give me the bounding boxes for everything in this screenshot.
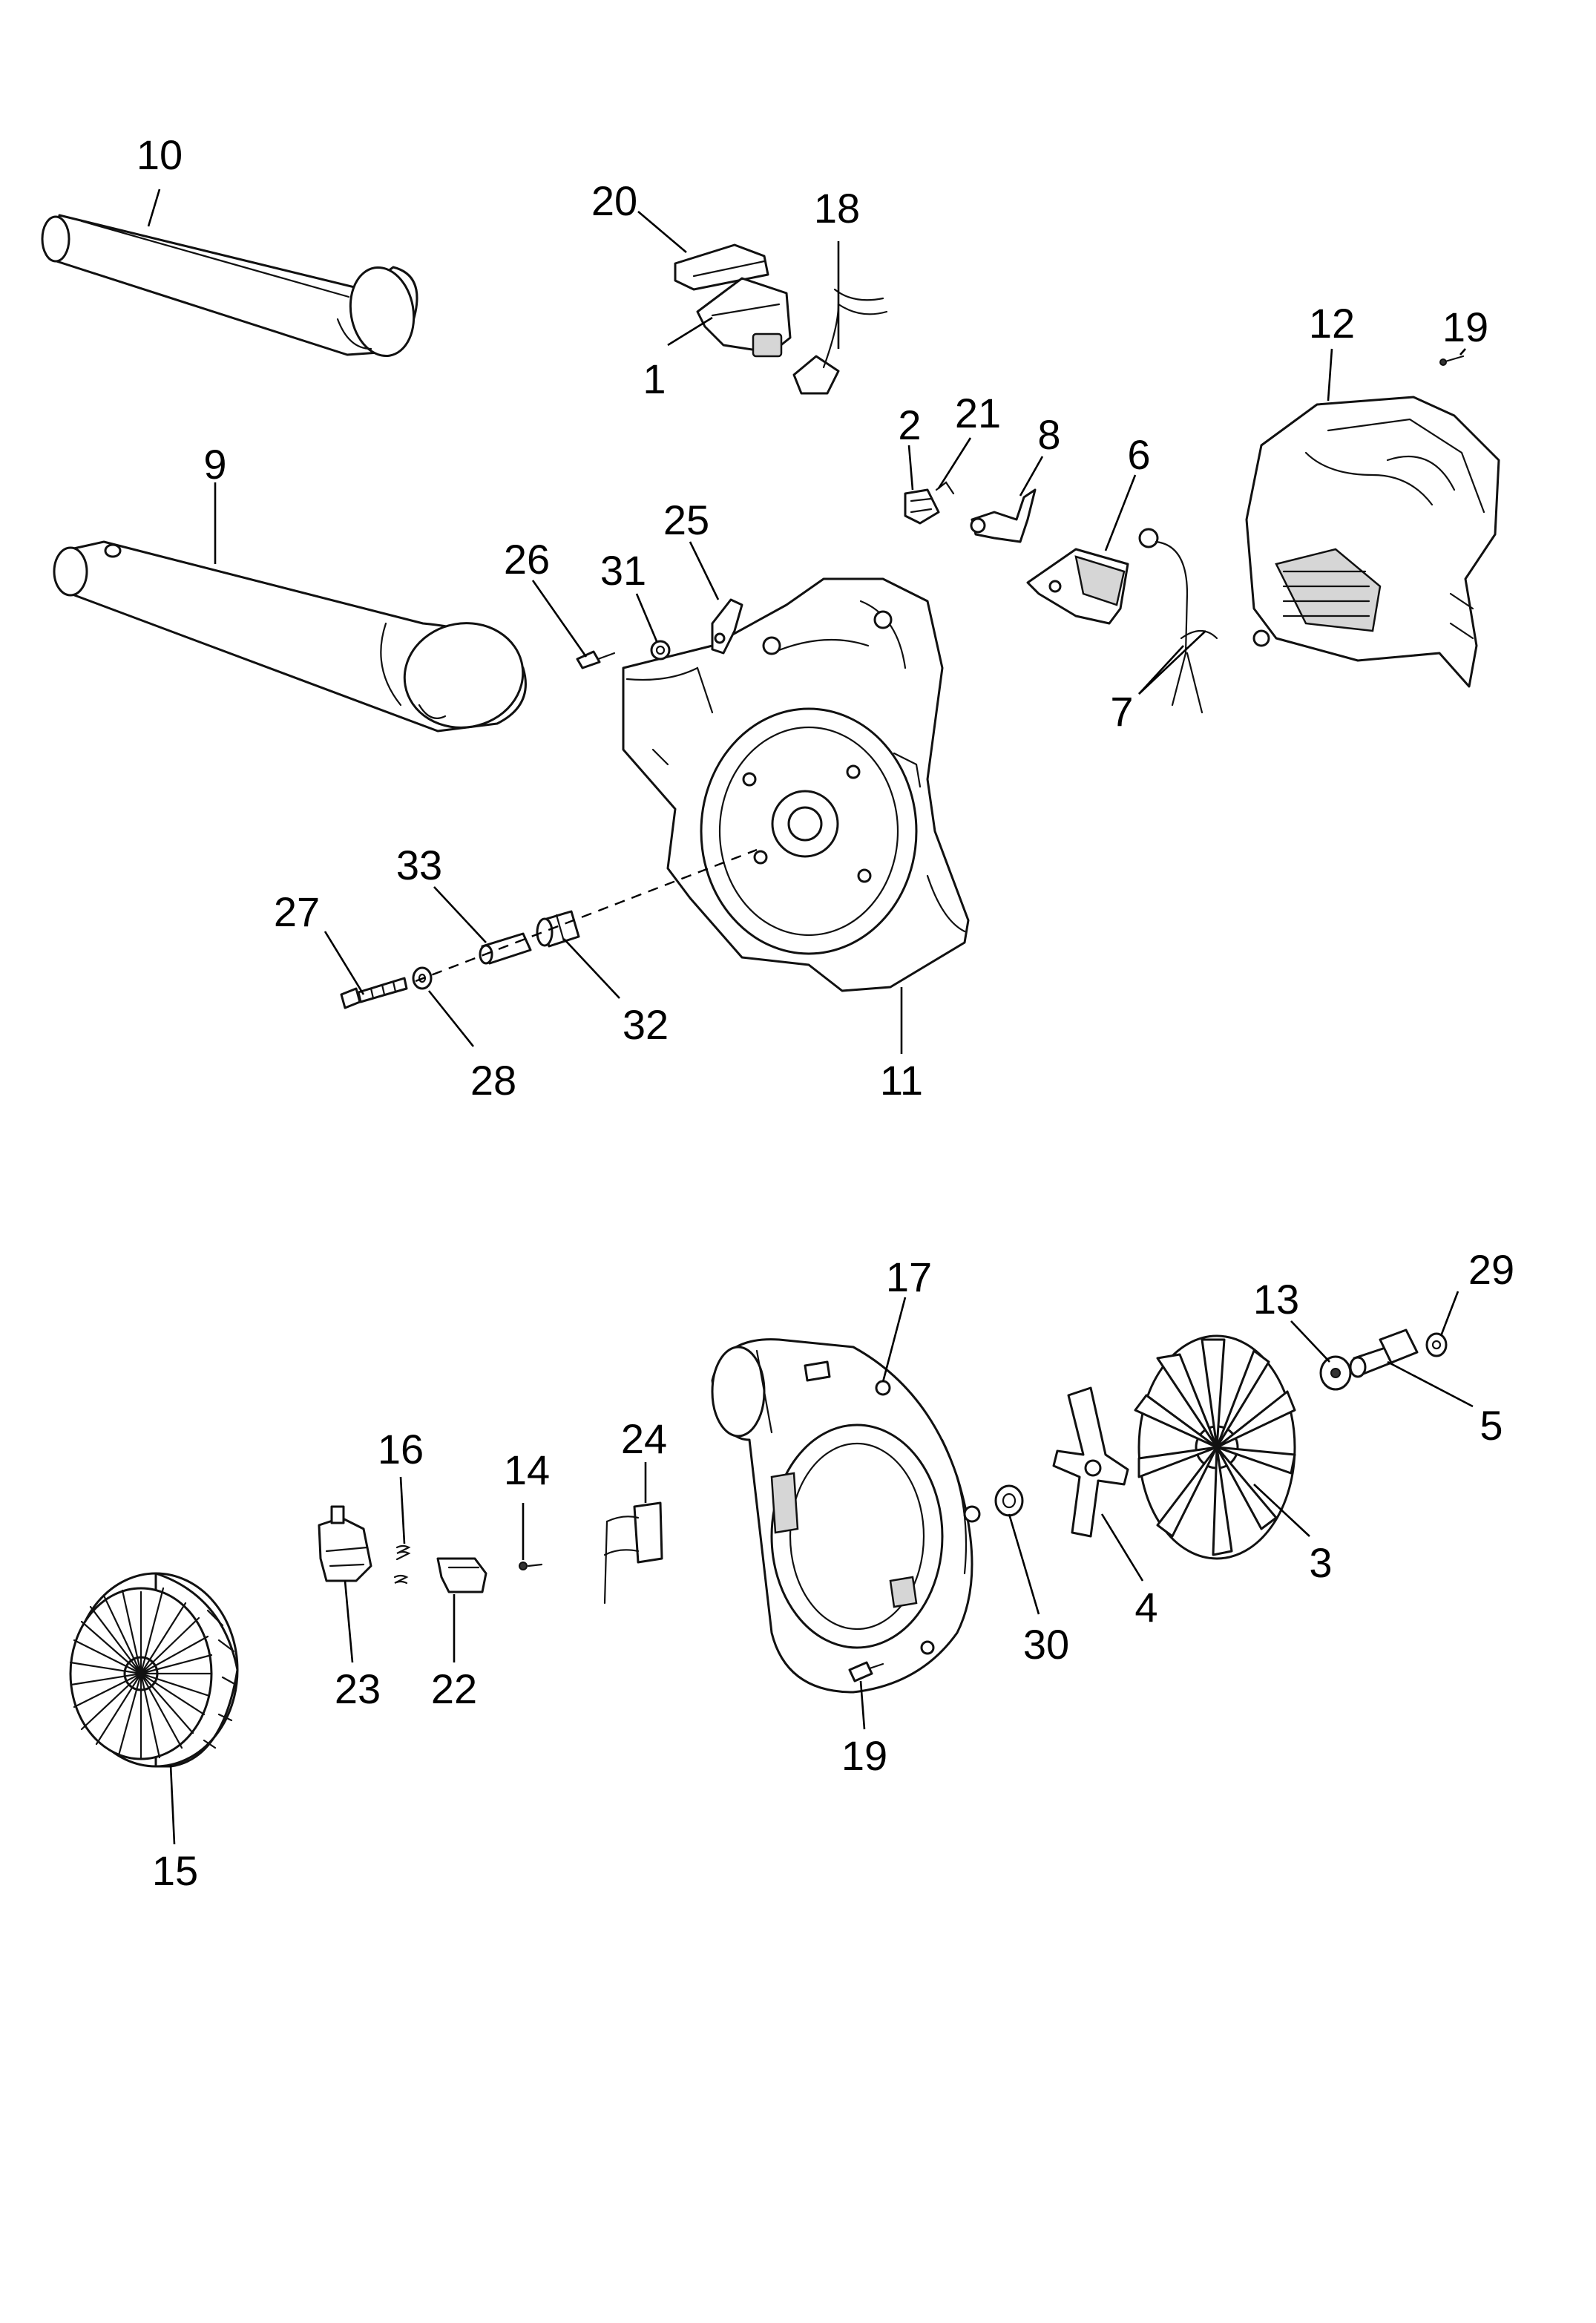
callout-3: 3: [1309, 1539, 1332, 1586]
part-29-washer: [1425, 1332, 1448, 1357]
part-8-trigger: [970, 488, 1037, 543]
part-10-upper-tube: [41, 214, 418, 358]
callout-22: 22: [431, 1665, 477, 1712]
callout-20: 20: [591, 177, 637, 224]
callout-27: 27: [274, 888, 320, 935]
callout-31: 31: [600, 547, 646, 594]
part-5-shaft-bolt: [1349, 1328, 1419, 1378]
part-7-cord: [1138, 528, 1218, 714]
callout-numbers: 10 9 20 18 1 2 21 8 6 7 12 19 25 26 31 3…: [137, 131, 1514, 1894]
part-4-blade-insert: [1052, 1386, 1129, 1538]
part-31-nut: [650, 640, 671, 661]
callout-32: 32: [623, 1001, 669, 1048]
callout-19-upper: 19: [1442, 304, 1488, 350]
part-11-housing-left: [622, 577, 970, 992]
callout-14: 14: [504, 1446, 550, 1493]
part-13-washer: [1319, 1355, 1352, 1391]
callout-18: 18: [814, 185, 860, 232]
callout-25: 25: [663, 497, 709, 543]
part-25-lever: [711, 598, 743, 655]
part-16-spring: [393, 1544, 411, 1585]
callout-8: 8: [1037, 411, 1060, 458]
part-24-motor-lead: [603, 1501, 663, 1605]
callout-15: 15: [152, 1847, 198, 1894]
part-18-wire-lead: [792, 288, 888, 395]
part-9-lower-tube: [53, 540, 527, 733]
part-2-terminal: [904, 488, 940, 525]
part-17-fan-housing: [711, 1338, 981, 1694]
part-32-sleeve: [536, 910, 580, 948]
callout-12: 12: [1309, 300, 1355, 347]
callout-6: 6: [1127, 431, 1150, 478]
callout-24: 24: [621, 1415, 667, 1462]
callout-2: 2: [898, 402, 921, 448]
part-19-screw-upper: [1439, 355, 1465, 366]
leader-lines: [147, 189, 1474, 1845]
part-12-housing-right: [1245, 396, 1500, 688]
part-15-intake-cover: [69, 1572, 239, 1768]
part-6-trigger-cover: [1026, 548, 1129, 625]
callout-16: 16: [378, 1426, 424, 1472]
callout-19-lower: 19: [841, 1732, 887, 1779]
part-19-screw-lower: [848, 1661, 884, 1683]
part-30-bushing: [994, 1484, 1024, 1517]
callout-21: 21: [955, 390, 1001, 436]
callout-5: 5: [1480, 1402, 1503, 1449]
part-26-screw: [576, 650, 616, 669]
part-27-bolt: [340, 977, 408, 1009]
callout-7: 7: [1110, 688, 1133, 735]
callout-29: 29: [1468, 1246, 1514, 1293]
callout-28: 28: [470, 1057, 516, 1104]
callout-10: 10: [137, 131, 183, 178]
callout-23: 23: [335, 1665, 381, 1712]
callout-4: 4: [1134, 1584, 1157, 1631]
assembly-axis-upper: [415, 848, 758, 983]
part-22-latch: [436, 1557, 487, 1593]
callout-33: 33: [396, 842, 442, 888]
callout-1: 1: [643, 356, 666, 402]
part-23-brush-holder: [318, 1505, 372, 1582]
part-14-screw: [519, 1562, 543, 1570]
callout-30: 30: [1023, 1621, 1069, 1668]
callout-9: 9: [203, 441, 226, 488]
callout-17: 17: [886, 1254, 932, 1300]
part-3-fan-impeller: [1134, 1334, 1296, 1560]
callout-26: 26: [504, 536, 550, 583]
callout-13: 13: [1253, 1276, 1299, 1323]
part-1-switch: [696, 277, 792, 358]
callout-11: 11: [880, 1057, 923, 1104]
